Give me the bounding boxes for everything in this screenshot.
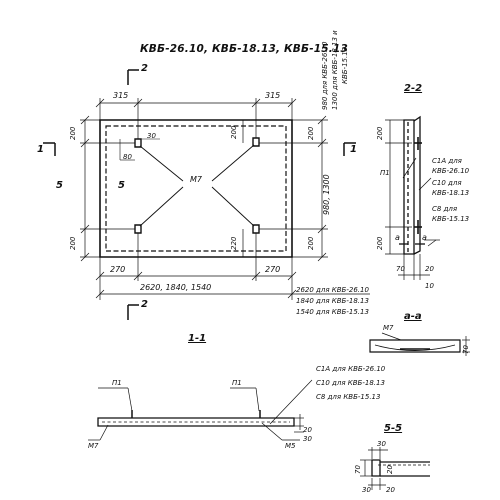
section-5-5-dims (360, 447, 388, 490)
s11-dim-20: 20 (303, 426, 312, 434)
s11-m5: М5 (285, 442, 296, 450)
s22-cut-a-left: а (395, 233, 400, 242)
s22-c8-b: КВБ-15.13 (432, 215, 470, 223)
dim-right-height: 980, 1300 (322, 174, 331, 215)
s55-dim-b20: 20 (386, 486, 395, 494)
s11-dim-30: 30 (303, 435, 312, 443)
s22-p1: П1 (380, 169, 390, 177)
drawing-title: КВБ-26.10, КВБ-18.13, КВБ-15.13 (140, 43, 348, 55)
section-1-1-body (98, 410, 294, 426)
s55-dim-b30: 30 (362, 486, 371, 494)
plan-m7-lines (140, 145, 254, 226)
dim-left-top: 200 (69, 126, 77, 140)
s11-m7: М7 (88, 442, 99, 450)
s11-note-2: С10 для КВБ-18.13 (316, 379, 385, 387)
plan-section-marks (43, 70, 356, 320)
height-note-3: КВБ-15.13 (341, 46, 349, 84)
section-5-5-title: 5-5 (384, 423, 403, 434)
plan-outline (100, 120, 292, 257)
section-mark-left: 1 (37, 144, 44, 155)
s22-c1a: С1А для (432, 157, 462, 165)
dim-left-bottom: 200 (69, 236, 77, 250)
section-a-a-title: а-а (404, 311, 422, 322)
plan-anchors (135, 138, 259, 233)
section-1-1-title: 1-1 (188, 333, 207, 344)
s22-dim-top: 200 (376, 126, 384, 140)
plan-bottom-dims (96, 233, 370, 300)
s22-dim-10: 10 (425, 282, 434, 290)
plan-center-label: М7 (190, 175, 202, 184)
dim-top-left: 315 (113, 91, 129, 100)
s11-p1-left: П1 (112, 379, 122, 387)
dim-30: 30 (147, 132, 156, 140)
dim-right-top: 200 (307, 126, 315, 140)
section-2-2-anchors (414, 137, 422, 234)
section-a-a-body (370, 333, 470, 356)
dim-top-right: 315 (265, 91, 281, 100)
s22-dim-70: 70 (396, 265, 405, 273)
s11-note-1: С1А для КВБ-26.10 (316, 365, 386, 373)
dim-overall: 2620, 1840, 1540 (140, 283, 212, 292)
section-a-a-label: М7 (383, 324, 394, 332)
section-5-5-body (372, 460, 430, 476)
s11-p1-right: П1 (232, 379, 242, 387)
overall-note-2: 1840 для КВБ-18.13 (296, 297, 369, 305)
section-mark-5b: 5 (118, 180, 125, 191)
section-a-a-dim: 70 (462, 345, 470, 354)
dim-inner-bottom: 220 (230, 236, 238, 250)
section-2-2-dims (385, 120, 440, 280)
s22-cut-a-right: а (422, 233, 427, 242)
plan-top-dims (96, 98, 296, 139)
dim-inner-top: 200 (230, 125, 238, 139)
dim-right-bottom: 200 (307, 236, 315, 250)
s55-dim-top30: 30 (377, 440, 386, 448)
s55-dim-70: 70 (354, 465, 362, 474)
section-mark-5a: 5 (56, 180, 63, 191)
s11-note-3: С8 для КВБ-15.13 (316, 393, 381, 401)
dim-bottom-left: 270 (110, 265, 126, 274)
section-mark-bottom: 2 (141, 299, 148, 310)
dim-bottom-right: 270 (265, 265, 281, 274)
dim-80: 80 (123, 153, 132, 161)
s22-dim-bottom: 200 (376, 236, 384, 250)
plan-right-dims (243, 116, 328, 261)
plan-left-dims (80, 116, 135, 261)
section-1-1-dims (88, 380, 312, 440)
s22-c8: С8 для (432, 205, 458, 213)
section-mark-right: 1 (350, 144, 357, 155)
overall-note-3: 1540 для КВБ-15.13 (296, 308, 369, 316)
height-note-1: 980 для КВБ-26.10 (321, 41, 329, 110)
section-mark-top: 2 (141, 63, 148, 74)
overall-note-1: 2620 для КВБ-26.10 (296, 286, 369, 294)
height-note-2: 1300 для КВБ-18.13 и (331, 30, 339, 110)
s22-dim-20: 20 (425, 265, 434, 273)
plan-small-dims (120, 139, 160, 160)
s22-c1a-b: КВБ-26.10 (432, 167, 470, 175)
s22-c10: С10 для (432, 179, 462, 187)
section-2-2-title: 2-2 (404, 83, 423, 94)
s55-dim-20: 20 (386, 465, 394, 474)
s22-c10-b: КВБ-18.13 (432, 189, 470, 197)
